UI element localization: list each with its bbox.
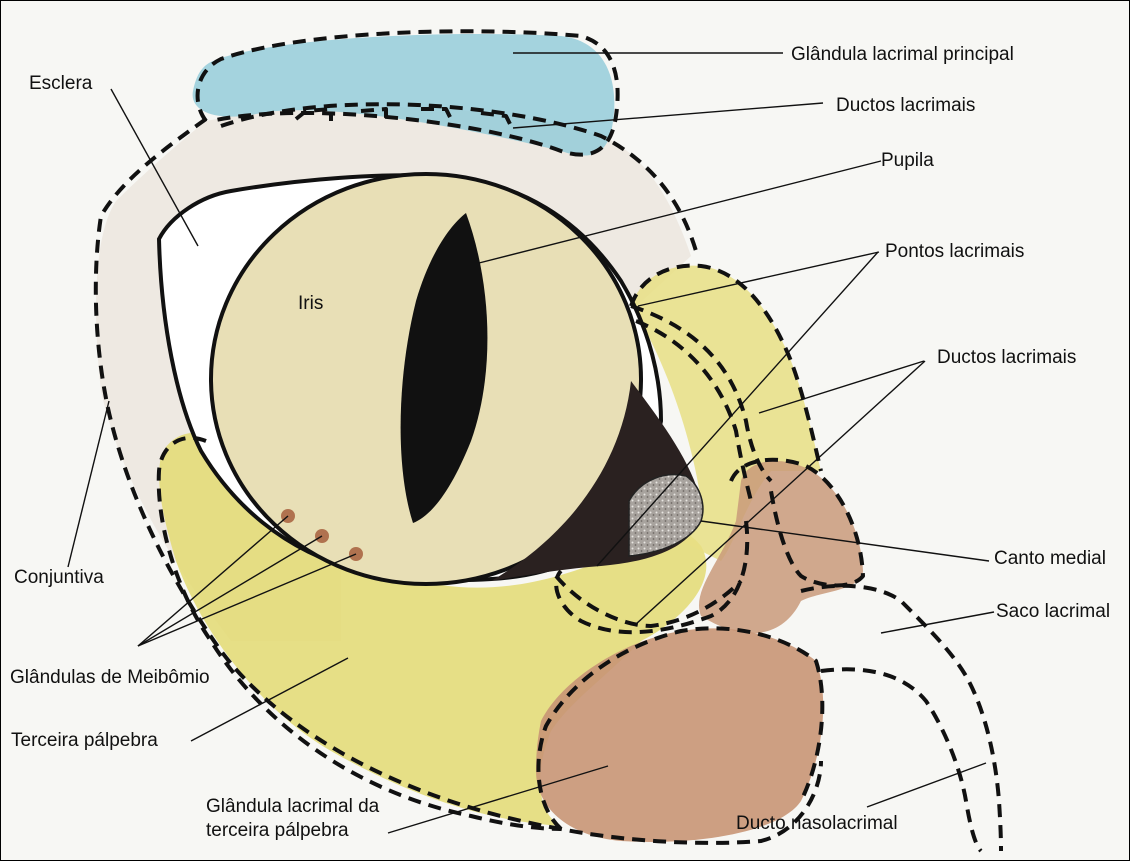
- label-terceira-palpebra: Terceira pálpebra: [11, 730, 158, 752]
- label-ducto-nasolacrimal: Ducto nasolacrimal: [736, 813, 898, 835]
- leader-conjuntiva: [68, 401, 109, 567]
- label-iris: Iris: [298, 293, 323, 315]
- label-glandulas-de-meibomio: Glândulas de Meibômio: [10, 667, 210, 689]
- label-canto-medial: Canto medial: [994, 548, 1106, 570]
- label-glandula-lacrimal-terceira-palpebra: Glândula lacrimal da terceira pálpebra: [206, 795, 436, 843]
- label-conjuntiva: Conjuntiva: [14, 567, 104, 589]
- label-esclera: Esclera: [29, 73, 92, 95]
- leader-saco-lacrimal: [881, 612, 994, 633]
- label-glandula-lacrimal-principal: Glândula lacrimal principal: [791, 44, 1014, 66]
- label-ductos-lacrimais-top: Ductos lacrimais: [836, 95, 975, 117]
- label-ductos-lacrimais-right: Ductos lacrimais: [937, 347, 1076, 369]
- ducto-nasolacrimal-outline: [801, 586, 1001, 851]
- label-saco-lacrimal: Saco lacrimal: [996, 601, 1110, 623]
- label-pontos-lacrimais: Pontos lacrimais: [885, 241, 1024, 263]
- label-pupila: Pupila: [881, 150, 934, 172]
- leader-ducto-nasolacrimal: [867, 763, 986, 807]
